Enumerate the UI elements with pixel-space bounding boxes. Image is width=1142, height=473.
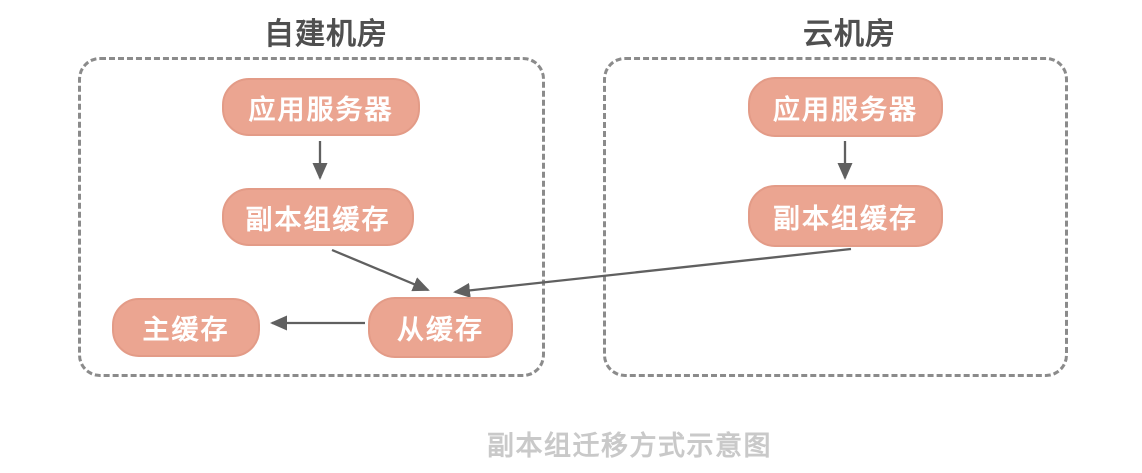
cloud-room-container [603, 57, 1068, 377]
node-left-app-server: 应用服务器 [222, 78, 420, 136]
node-right-app-server: 应用服务器 [748, 77, 943, 137]
self-built-room-container [78, 57, 545, 377]
node-right-replica-group-cache: 副本组缓存 [748, 185, 943, 247]
room-title-cloud: 云机房 [803, 18, 896, 51]
node-left-replica-group-cache: 副本组缓存 [222, 188, 414, 246]
diagram-caption: 副本组迁移方式示意图 [487, 431, 772, 461]
node-slave-cache: 从缓存 [368, 297, 513, 358]
room-title-self-built: 自建机房 [264, 18, 388, 51]
node-master-cache: 主缓存 [112, 298, 260, 357]
